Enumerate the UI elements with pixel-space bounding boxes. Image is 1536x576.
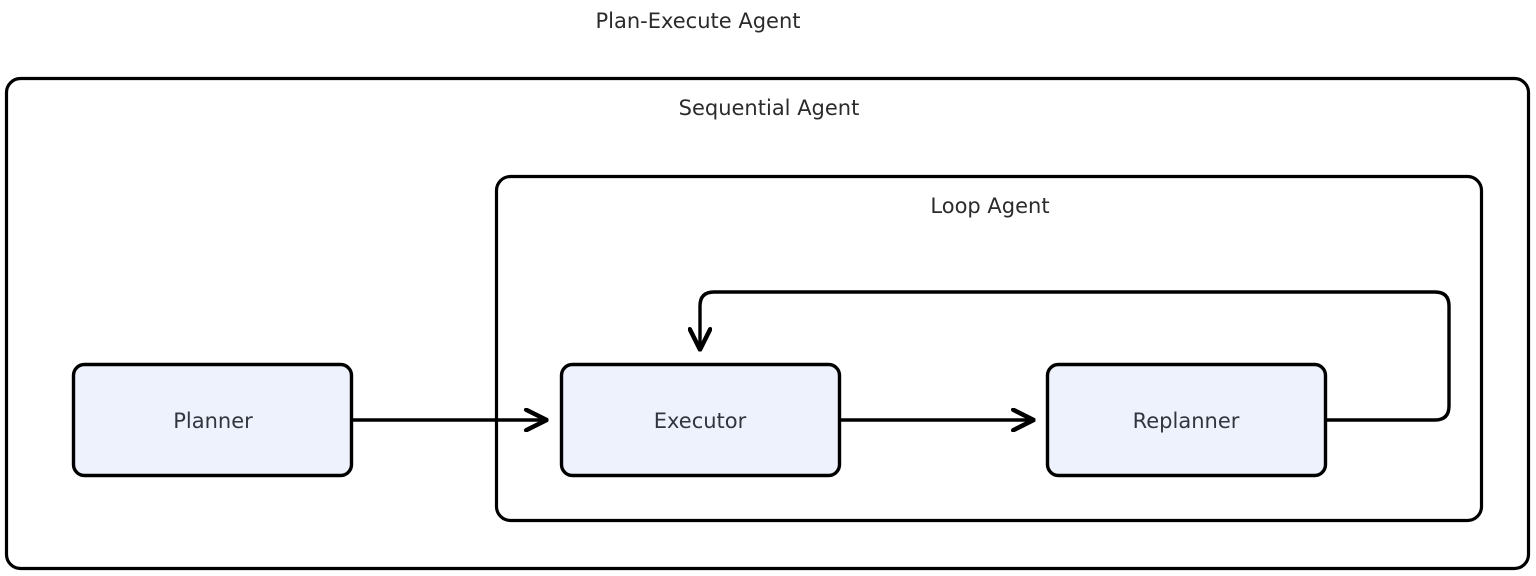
- group-label-sequential-agent: Sequential Agent: [679, 96, 860, 120]
- node-label-executor: Executor: [654, 409, 747, 433]
- group-label-loop-agent: Loop Agent: [930, 194, 1049, 218]
- node-replanner[interactable]: [1045, 362, 1328, 478]
- node-planner[interactable]: [71, 362, 354, 478]
- node-executor[interactable]: [559, 362, 842, 478]
- page-title: Plan-Execute Agent: [595, 9, 800, 33]
- node-label-planner: Planner: [173, 409, 253, 433]
- node-label-replanner: Replanner: [1133, 409, 1240, 433]
- edge-replanner-loop-to-executor: [700, 290, 1451, 422]
